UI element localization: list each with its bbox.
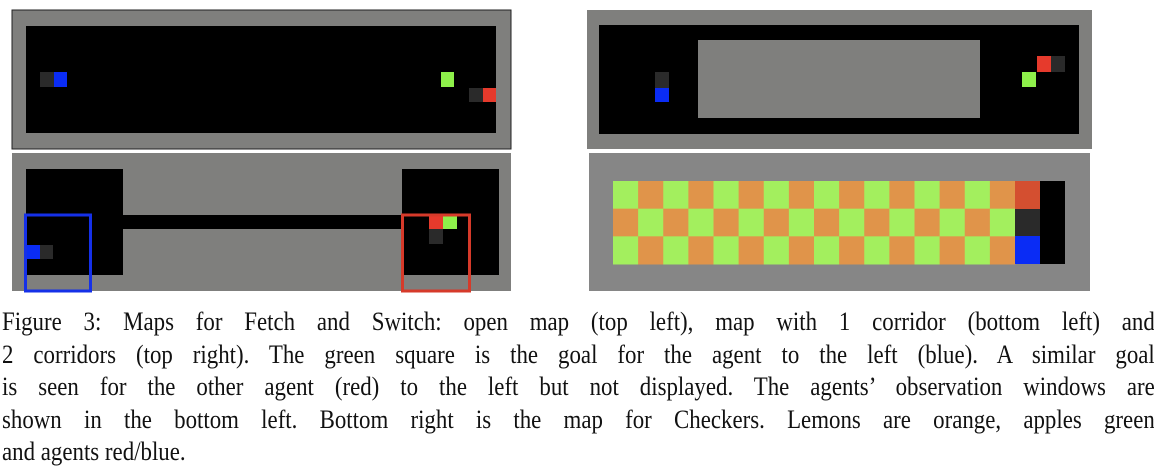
lemon-cell	[613, 208, 639, 237]
lemon-cell	[688, 181, 714, 210]
one-corridor-map-panel	[12, 153, 511, 293]
blue-agent	[54, 72, 67, 87]
caption-line: is seen for the other agent (red) to the…	[2, 372, 1154, 401]
lemon-cell	[763, 208, 790, 237]
checker-board	[613, 181, 1016, 265]
blue-agent	[26, 245, 40, 259]
blue-agent	[1015, 236, 1040, 264]
red-agent-trail	[1051, 56, 1065, 72]
lemon-cell	[889, 236, 915, 265]
apple-cell	[889, 208, 915, 237]
apple-cell	[839, 208, 865, 237]
red-agent	[429, 215, 443, 229]
figure-caption: Figure 3: Maps for Fetch and Switch: ope…	[2, 306, 1154, 469]
caption-line: and agents red/blue.	[2, 437, 186, 466]
center-wall	[698, 40, 980, 118]
checkers-map-panel	[589, 153, 1090, 291]
lemon-cell	[788, 181, 815, 210]
apple-cell	[939, 208, 966, 237]
red-observation-window	[401, 213, 471, 293]
lemon-cell	[864, 208, 890, 237]
apple-cell	[613, 236, 639, 265]
green-goal	[1022, 72, 1036, 87]
lemon-cell	[663, 208, 689, 237]
lemon-cell	[713, 208, 740, 237]
apple-cell	[814, 236, 840, 265]
apple-cell	[713, 236, 740, 265]
apple-cell	[613, 181, 639, 210]
lemon-cell	[814, 208, 840, 237]
lemon-cell	[839, 181, 865, 210]
lemon-cell	[839, 236, 865, 265]
red-agent	[1015, 181, 1040, 209]
apple-cell	[964, 236, 991, 265]
lemon-cell	[939, 181, 966, 210]
lemon-cell	[638, 181, 664, 210]
blue-agent-trail	[40, 72, 54, 87]
green-goal	[443, 215, 457, 229]
green-goal	[441, 72, 454, 87]
caption-line: Figure 3: Maps for Fetch and Switch: ope…	[2, 307, 1154, 336]
lemon-cell	[914, 208, 941, 237]
lemon-cell	[889, 181, 915, 210]
lemon-cell	[788, 236, 815, 265]
lemon-cell	[738, 236, 765, 265]
figure-maps	[11, 9, 1092, 293]
apple-cell	[964, 181, 991, 210]
caption-line: 2 corridors (top right). The green squar…	[2, 339, 1154, 369]
lemon-cell	[964, 208, 991, 237]
apple-cell	[763, 236, 790, 265]
lemon-cell	[939, 236, 966, 265]
agent-gap	[1015, 209, 1040, 236]
lemon-cell	[989, 236, 1016, 265]
left-room	[26, 169, 123, 275]
lemon-cell	[738, 181, 765, 210]
lemon-cell	[688, 236, 714, 265]
floor-column	[1040, 181, 1065, 264]
apple-cell	[788, 208, 815, 237]
blue-agent-trail	[40, 245, 53, 259]
blue-observation-window	[24, 213, 92, 293]
lemon-cell	[989, 181, 1016, 210]
apple-cell	[688, 208, 714, 237]
blue-agent	[655, 88, 669, 102]
red-agent	[483, 88, 496, 102]
apple-cell	[914, 181, 941, 210]
blue-agent-trail	[655, 72, 669, 88]
floor	[26, 26, 496, 133]
open-map-panel	[11, 9, 512, 150]
caption-line: shown in the bottom left. Bottom right i…	[2, 404, 1154, 434]
red-agent	[1037, 56, 1051, 72]
apple-cell	[914, 236, 941, 265]
apple-cell	[989, 208, 1016, 237]
red-agent-trail	[469, 88, 483, 102]
two-corridors-map-panel	[587, 10, 1092, 149]
lemon-cell	[638, 236, 664, 265]
apple-cell	[738, 208, 765, 237]
apple-cell	[713, 181, 740, 210]
apple-cell	[663, 181, 689, 210]
corridor	[123, 215, 403, 229]
apple-cell	[864, 181, 890, 210]
apple-cell	[638, 208, 664, 237]
apple-cell	[814, 181, 840, 210]
red-agent-trail	[429, 229, 443, 244]
apple-cell	[864, 236, 890, 265]
apple-cell	[763, 181, 790, 210]
apple-cell	[663, 236, 689, 265]
